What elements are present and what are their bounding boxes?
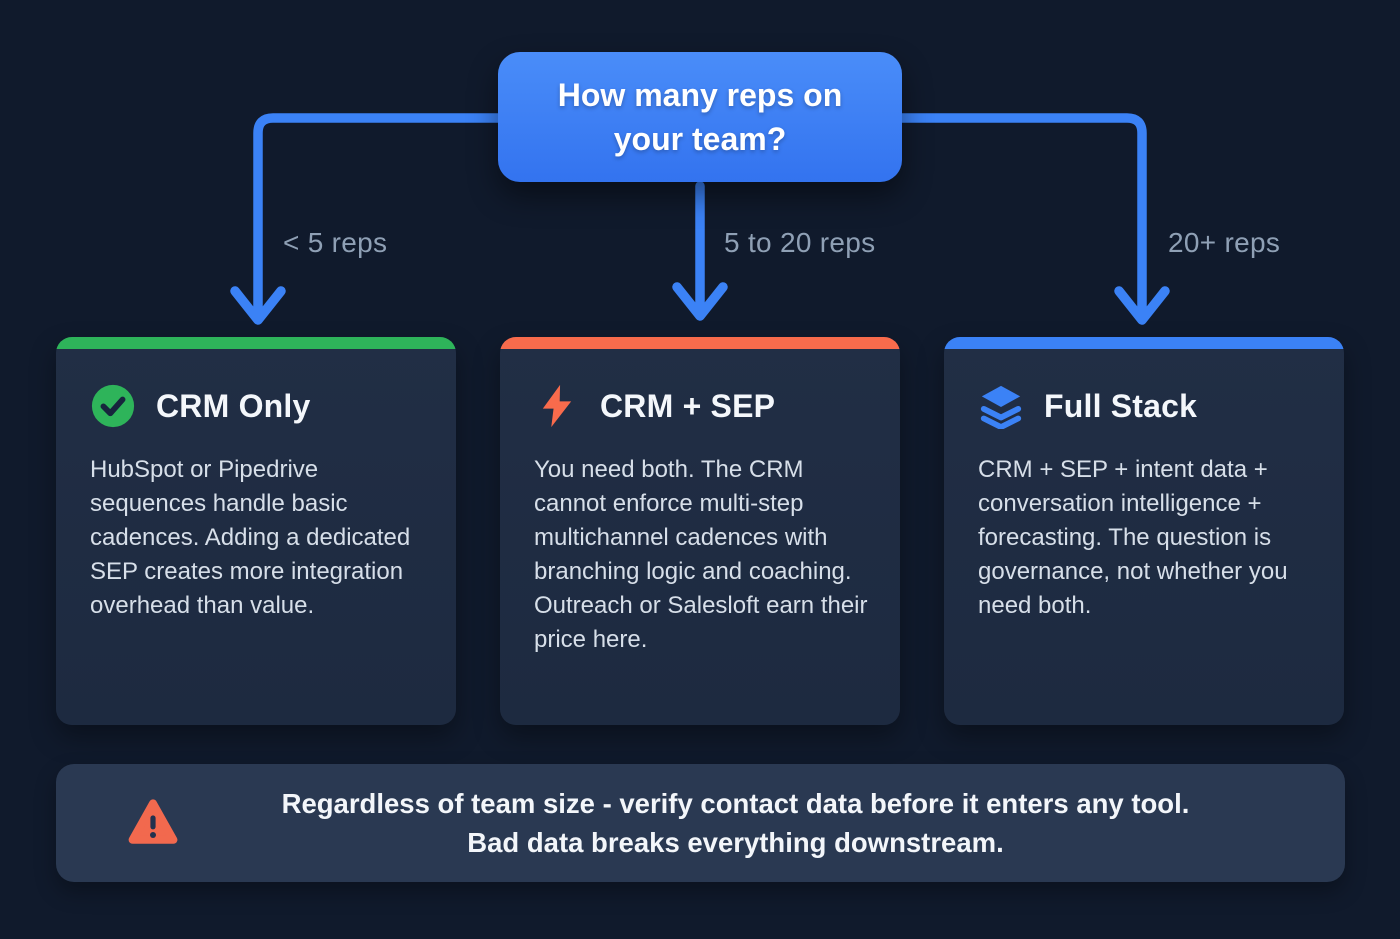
branch-label-20plus: 20+ reps [1168,227,1281,258]
card-title: CRM + SEP [600,387,776,424]
lightning-icon [542,384,572,428]
card-full-stack: Full Stack CRM + SEP + intent data + con… [944,337,1344,725]
card-crm-only: CRM Only HubSpot or Pipedrive sequences … [56,337,456,725]
warning-text: Regardless of team size - verify contact… [186,764,1285,882]
card-body-text: You need both. The CRM cannot enforce mu… [534,456,868,653]
card-title: CRM Only [156,387,311,424]
check-circle-icon [91,384,135,428]
layers-icon [980,385,1022,429]
warning-banner: Regardless of team size - verify contact… [56,764,1345,882]
arrow-right [897,113,1170,325]
decision-question: How many reps on your team? [557,77,843,157]
card-title: Full Stack [1044,387,1198,424]
branch-label-lt5: < 5 reps [283,227,388,258]
warning-triangle-icon [128,799,178,844]
card-accent-bar [944,337,1344,349]
decision-node: How many reps on your team? [498,52,902,182]
branch-label-5to20: 5 to 20 reps [724,227,876,258]
arrow-middle [672,181,728,321]
warning-line-2: Bad data breaks everything downstream. [467,827,1004,858]
card-body-text: HubSpot or Pipedrive sequences handle ba… [90,456,411,619]
warning-line-1: Regardless of team size - verify contact… [281,788,1190,819]
arrow-left [230,113,503,325]
card-crm-plus-sep: CRM + SEP You need both. The CRM cannot … [500,337,900,725]
card-accent-bar [500,337,900,349]
card-body-text: CRM + SEP + intent data + conversation i… [978,456,1288,619]
card-accent-bar [56,337,456,349]
